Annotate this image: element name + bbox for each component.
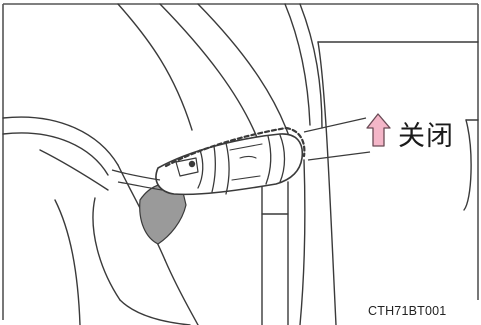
up-arrow-icon [367,114,390,146]
lever-stalk [156,128,304,194]
callout-leader-lines [304,118,370,160]
figure-code: CTH71BT001 [368,303,446,319]
callout-label: 关闭 [398,121,454,153]
